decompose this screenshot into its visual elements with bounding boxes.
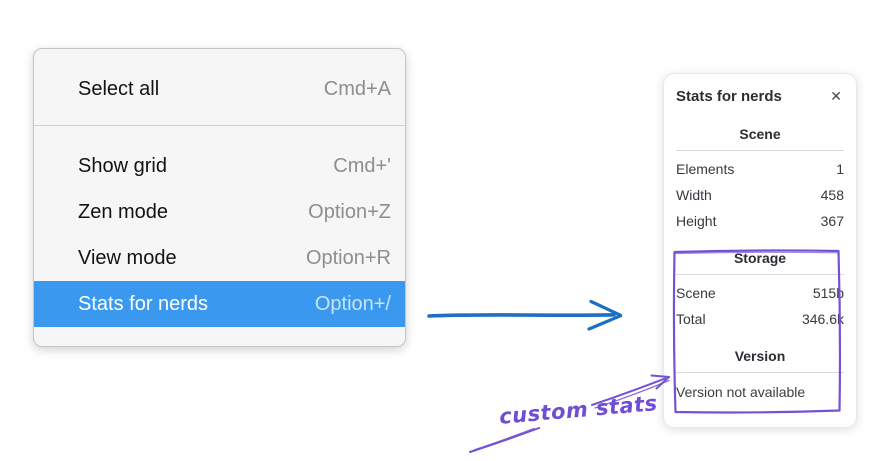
stats-panel-header: Stats for nerds ✕ (676, 87, 844, 105)
version-note: Version not available (676, 384, 806, 400)
menu-item-label: Show grid (78, 154, 167, 177)
stat-value: 1 (836, 161, 844, 177)
section-divider (676, 274, 844, 275)
menu-item-shortcut: Option+R (305, 246, 391, 269)
menu-item-zen-mode[interactable]: Zen mode Option+Z (34, 189, 405, 235)
menu-item-label: Select all (78, 77, 160, 100)
menu-item-label: Stats for nerds (78, 292, 209, 315)
menu-item-view-mode[interactable]: View mode Option+R (34, 235, 405, 281)
stat-row-elements: Elements 1 (676, 161, 844, 177)
menu-to-panel-arrow-icon (427, 299, 623, 331)
stat-label: Scene (676, 285, 716, 301)
section-heading-scene: Scene (739, 126, 781, 142)
stat-value: 346.6k (801, 311, 844, 327)
close-icon[interactable]: ✕ (830, 88, 842, 104)
context-menu: Select all Cmd+A Show grid Cmd+' Zen mod… (33, 48, 406, 347)
stat-value: 515b (812, 285, 844, 301)
stats-panel: Stats for nerds ✕ Scene Elements 1 Width… (663, 73, 857, 428)
section-divider (676, 150, 844, 151)
menu-item-select-all[interactable]: Select all Cmd+A (34, 66, 405, 112)
stat-label: Width (676, 187, 712, 203)
menu-divider (34, 125, 405, 126)
stat-value: 458 (820, 187, 844, 203)
stat-row-width: Width 458 (676, 187, 844, 203)
stat-label: Total (676, 311, 706, 327)
stat-row-total-storage: Total 346.6k (676, 311, 844, 327)
menu-item-stats-for-nerds[interactable]: Stats for nerds Option+/ (34, 281, 405, 327)
menu-item-label: View mode (78, 246, 177, 269)
menu-item-shortcut: Cmd+' (333, 154, 391, 177)
menu-item-shortcut: Option+Z (308, 200, 391, 223)
menu-item-shortcut: Option+/ (314, 292, 391, 315)
menu-item-show-grid[interactable]: Show grid Cmd+' (34, 143, 405, 189)
stat-value: 367 (820, 213, 844, 229)
section-divider (676, 372, 844, 373)
stat-row-scene-storage: Scene 515b (676, 285, 844, 301)
section-heading-storage: Storage (733, 250, 787, 266)
stat-label: Elements (676, 161, 735, 177)
section-heading-version: Version (734, 348, 786, 364)
custom-stats-annotation: custom stats (498, 391, 659, 429)
stats-panel-title: Stats for nerds (676, 87, 782, 105)
menu-item-shortcut: Cmd+A (323, 77, 391, 100)
menu-item-label: Zen mode (78, 200, 169, 223)
stat-row-height: Height 367 (676, 213, 844, 229)
stat-label: Height (676, 213, 717, 229)
